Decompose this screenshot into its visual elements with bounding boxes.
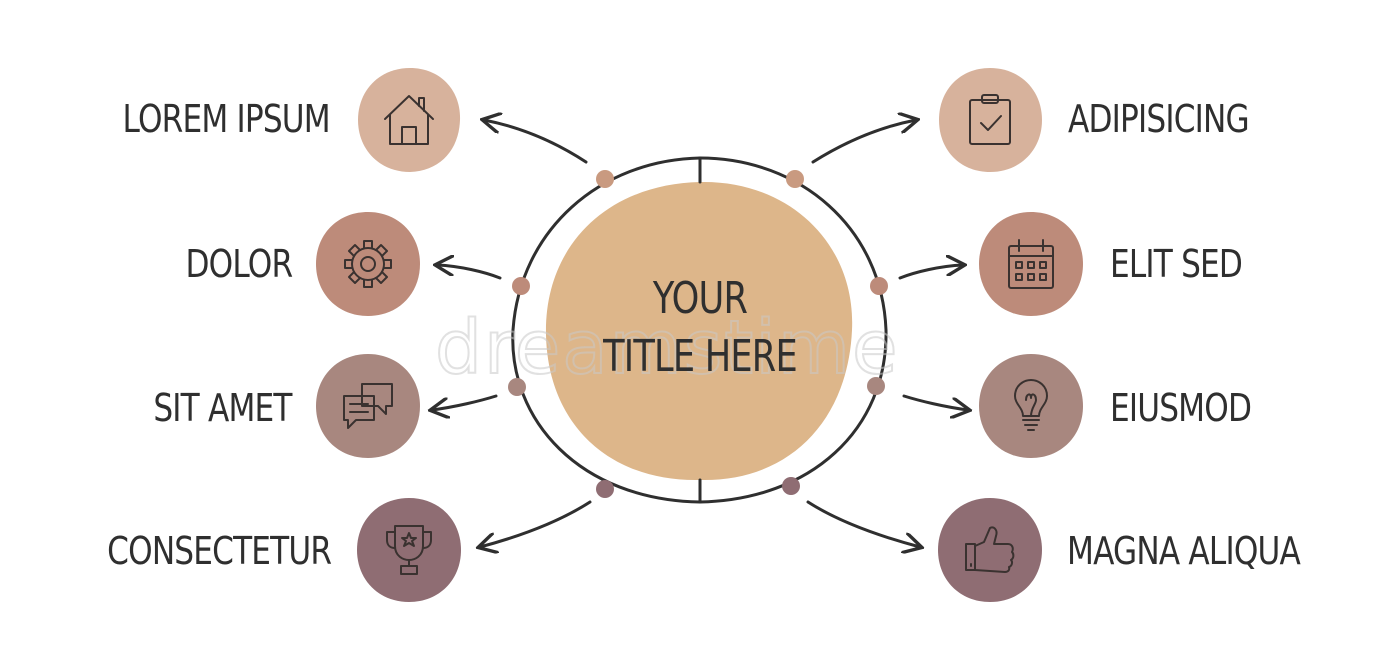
arrow-magna-aliqua <box>806 500 920 547</box>
trophy-icon <box>386 525 432 575</box>
arrow-eiusmod <box>902 394 968 410</box>
label-sit-amet: SIT AMET <box>153 386 293 430</box>
arrow-consectetur <box>480 500 592 547</box>
right-icon-circles <box>938 68 1083 602</box>
connector-dot <box>867 377 885 395</box>
icon-circle <box>979 354 1083 458</box>
icon-circle <box>938 498 1042 602</box>
calendar-icon <box>1008 239 1054 289</box>
icon-circle <box>939 68 1042 172</box>
center-title: YOUR TITLE HERE <box>588 270 812 386</box>
label-eiusmod: EIUSMOD <box>1110 386 1252 430</box>
connector-dot <box>782 477 800 495</box>
icon-circle <box>316 212 420 316</box>
connector-dots <box>508 170 888 498</box>
connector-dot <box>596 480 614 498</box>
icon-circle <box>357 498 461 602</box>
center-title-line1: YOUR <box>652 273 748 324</box>
lightbulb-icon <box>1014 379 1048 431</box>
arrows <box>432 120 968 547</box>
gear-icon <box>344 240 392 288</box>
arrow-dolor <box>437 265 502 280</box>
arrow-elit-sed <box>898 265 963 280</box>
arrow-lorem-ipsum <box>484 120 588 164</box>
center-blob <box>545 181 853 481</box>
icon-circle <box>979 212 1083 316</box>
label-magna-aliqua: MAGNA ALIQUA <box>1067 529 1301 573</box>
arrow-adipisicing <box>811 120 916 164</box>
thumbs-up-icon <box>965 526 1015 573</box>
label-elit-sed: ELIT SED <box>1110 242 1243 286</box>
clipboard-check-icon <box>969 94 1011 145</box>
arrow-sit-amet <box>432 394 498 410</box>
center-title-line2: TITLE HERE <box>603 331 798 382</box>
connector-dot <box>596 170 614 188</box>
chat-bubbles-icon <box>343 383 393 429</box>
label-lorem-ipsum: LOREM IPSUM <box>122 97 331 141</box>
label-adipisicing: ADIPISICING <box>1068 97 1250 141</box>
connector-dot <box>508 378 526 396</box>
icon-circle <box>358 68 461 172</box>
label-dolor: DOLOR <box>185 242 293 286</box>
label-consectetur: CONSECTETUR <box>106 529 332 573</box>
connector-dot <box>512 277 530 295</box>
house-icon <box>384 95 434 145</box>
connector-dot <box>786 170 804 188</box>
watermark: dreamstime <box>434 304 900 392</box>
connector-dot <box>870 277 888 295</box>
